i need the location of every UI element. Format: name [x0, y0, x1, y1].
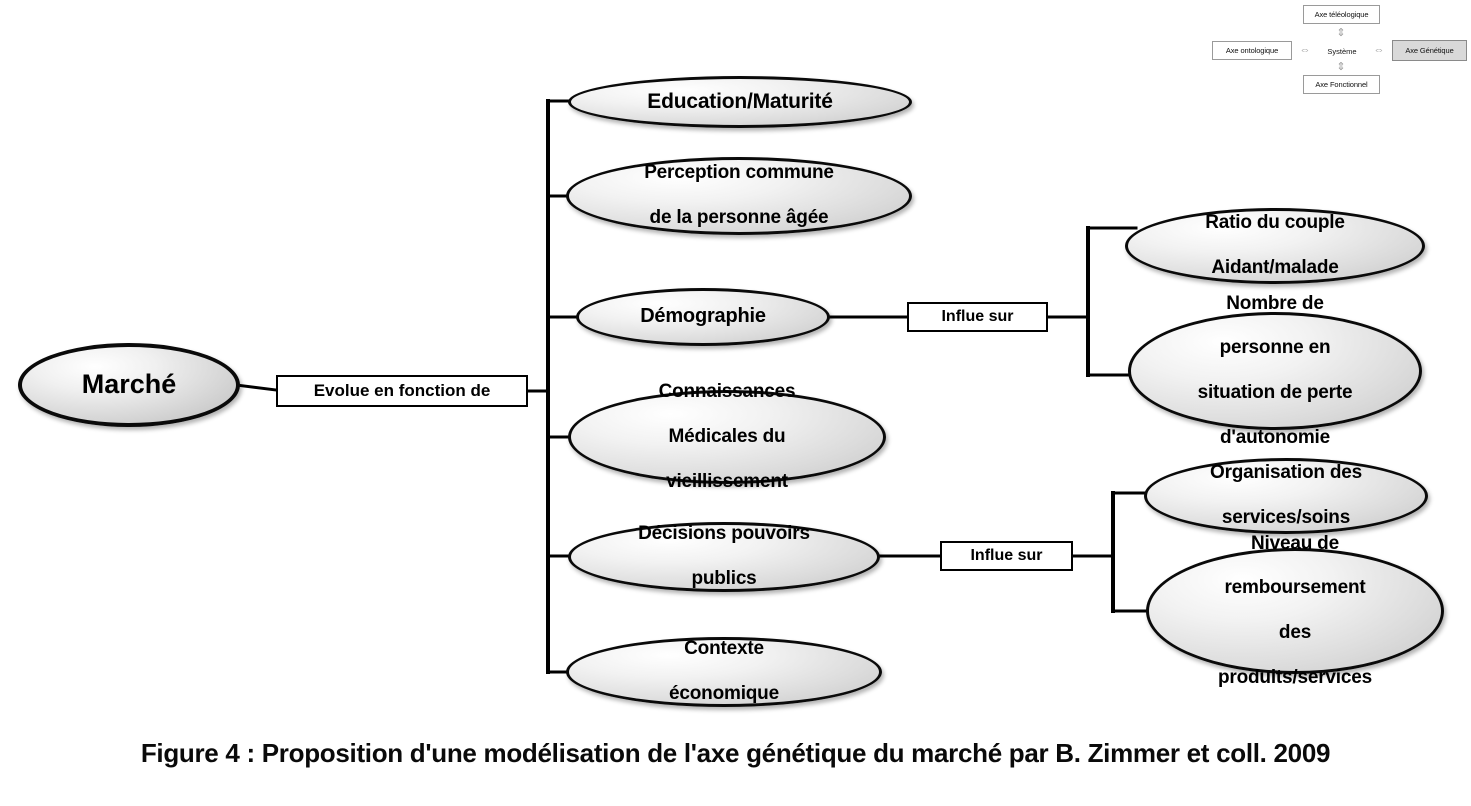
figure-caption: Figure 4 : Proposition d'une modélisatio… — [140, 738, 1331, 768]
inset-label-systeme: Système — [1316, 43, 1368, 59]
node-perception-label: Perception commune de la personne âgée — [644, 162, 834, 229]
node-niveau-remboursement-label: Niveau de remboursement des produits/ser… — [1218, 532, 1372, 689]
node-marche[interactable]: Marché — [18, 343, 240, 427]
node-ratio-couple-label: Ratio du couple Aidant/malade — [1205, 212, 1345, 279]
node-nombre-personnes-label: Nombre de personne en situation de perte… — [1197, 292, 1353, 449]
node-education-label: Education/Maturité — [647, 89, 833, 113]
label-influe-sur-2-text: Influe sur — [970, 547, 1043, 564]
label-influe-sur-demographie[interactable]: Influe sur — [907, 302, 1048, 332]
node-connaissances-label: Connaissances Médicales du vieillissemen… — [658, 380, 796, 492]
arrow-left-right-1-icon: ⇔ — [1299, 44, 1311, 56]
node-contexte[interactable]: Contexte économique — [566, 637, 882, 707]
arrow-left-right-2-icon: ⇔ — [1373, 44, 1385, 56]
inset-box-axe-ontologique[interactable]: Axe ontologique — [1212, 41, 1292, 60]
inset-axes-schematic: Axe téléologique ⇕ Axe ontologique ⇔ Sys… — [1212, 2, 1467, 98]
inset-box-axe-teleologique[interactable]: Axe téléologique — [1303, 5, 1380, 24]
node-nombre-personnes[interactable]: Nombre de personne en situation de perte… — [1128, 293, 1422, 448]
label-evolue-en-fonction-de[interactable]: Evolue en fonction de — [276, 375, 528, 407]
node-demographie[interactable]: Démographie — [576, 288, 830, 346]
inset-systeme-label: Système — [1327, 46, 1357, 56]
node-ratio-couple[interactable]: Ratio du couple Aidant/malade — [1125, 208, 1425, 284]
node-demographie-label: Démographie — [640, 305, 766, 328]
arrow-up-down-top-icon: ⇕ — [1336, 27, 1346, 39]
inset-axe-fonctionnel-label: Axe Fonctionnel — [1315, 80, 1368, 89]
label-evolue-text: Evolue en fonction de — [313, 381, 491, 400]
inset-axe-genetique-label: Axe Génétique — [1405, 46, 1454, 55]
node-decisions[interactable]: Décisions pouvoirs publics — [568, 522, 880, 592]
node-marche-label: Marché — [81, 369, 177, 400]
node-contexte-label: Contexte économique — [669, 638, 779, 705]
node-organisation-services-label: Organisation des services/soins — [1209, 462, 1362, 529]
label-influe-sur-1-text: Influe sur — [941, 308, 1014, 325]
node-education[interactable]: Education/Maturité — [568, 76, 912, 128]
node-decisions-label: Décisions pouvoirs publics — [638, 523, 810, 590]
node-connaissances[interactable]: Connaissances Médicales du vieillissemen… — [568, 381, 886, 492]
inset-axe-teleologique-label: Axe téléologique — [1314, 10, 1369, 19]
inset-box-axe-fonctionnel[interactable]: Axe Fonctionnel — [1303, 75, 1380, 94]
arrow-up-down-bottom-icon: ⇕ — [1336, 61, 1346, 73]
inset-box-axe-genetique[interactable]: Axe Génétique — [1392, 40, 1467, 61]
node-organisation-services[interactable]: Organisation des services/soins — [1144, 458, 1428, 534]
label-influe-sur-decisions[interactable]: Influe sur — [940, 541, 1073, 571]
node-perception[interactable]: Perception commune de la personne âgée — [566, 157, 912, 235]
inset-axe-ontologique-label: Axe ontologique — [1225, 46, 1279, 55]
node-niveau-remboursement[interactable]: Niveau de remboursement des produits/ser… — [1146, 533, 1444, 688]
